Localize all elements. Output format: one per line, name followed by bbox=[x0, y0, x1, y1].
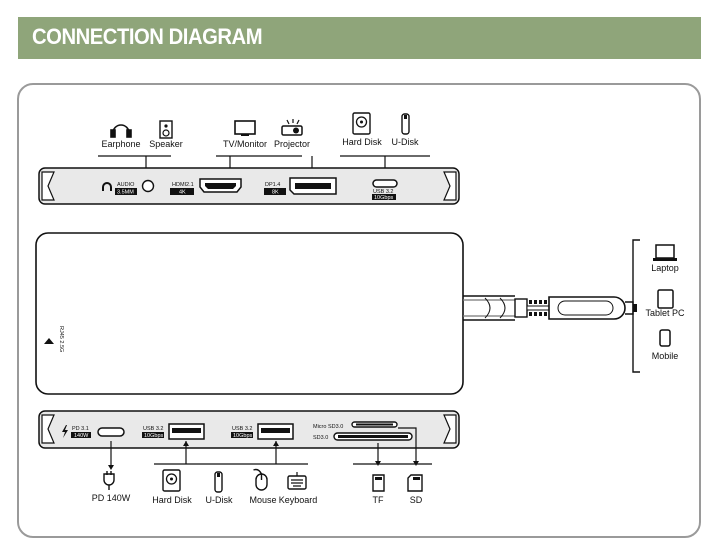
hard-disk-bottom-icon bbox=[162, 469, 181, 492]
top-port-panel bbox=[38, 167, 460, 205]
tablet-icon bbox=[657, 289, 674, 309]
tv-monitor-icon bbox=[234, 120, 256, 136]
dp-label-line1: DP1.4 bbox=[265, 182, 280, 188]
mobile-icon bbox=[659, 329, 671, 347]
projector-label: Projector bbox=[274, 139, 310, 149]
sd-label: SD3.0 bbox=[313, 435, 328, 441]
laptop-icon bbox=[653, 244, 677, 261]
laptop-label: Laptop bbox=[651, 263, 679, 273]
keyboard-icon bbox=[287, 472, 307, 490]
hdmi-label-line2: 4K bbox=[179, 190, 186, 196]
dp-label-line2: 8K bbox=[272, 190, 279, 196]
sd-slot[interactable]: SD3.0 bbox=[313, 432, 413, 441]
bottom-arrows bbox=[108, 441, 419, 470]
pd-port[interactable]: PD 3.1 140W bbox=[62, 425, 125, 439]
speaker-icon bbox=[159, 120, 173, 139]
rj45-label: RJ45 2.5G bbox=[58, 326, 64, 352]
page-title: CONNECTION DIAGRAM bbox=[32, 24, 263, 49]
earphone-label: Earphone bbox=[101, 139, 140, 149]
rj45-port[interactable]: RJ45 2.5G bbox=[44, 326, 64, 352]
tf-card-icon bbox=[372, 474, 385, 492]
usbc-label-line1: USB 3.2 bbox=[373, 189, 393, 195]
earphone-icon bbox=[110, 124, 132, 138]
tv-monitor-label: TV/Monitor bbox=[223, 139, 267, 149]
pd-label-line2: 140W bbox=[74, 433, 89, 439]
audio-port[interactable]: AUDIO 3.5MM bbox=[102, 179, 155, 196]
usb-a-port-2[interactable]: USB 3.2 10Gbps bbox=[231, 423, 294, 440]
tablet-label: Tablet PC bbox=[645, 308, 685, 318]
hdmi-port[interactable]: HDMI2.1 4K bbox=[170, 178, 242, 196]
mouse-label: Mouse bbox=[249, 495, 276, 505]
hard-disk-icon bbox=[352, 112, 371, 135]
dp-port[interactable]: DP1.4 8K bbox=[264, 177, 337, 196]
sd-device-label: SD bbox=[410, 495, 423, 505]
usb1-label-line1: USB 3.2 bbox=[143, 426, 163, 432]
u-disk-label: U-Disk bbox=[392, 137, 419, 147]
hard-disk-label: Hard Disk bbox=[342, 137, 382, 147]
keyboard-label: Keyboard bbox=[279, 495, 318, 505]
title-bar: CONNECTION DIAGRAM bbox=[18, 17, 701, 59]
u-disk-icon bbox=[401, 113, 410, 135]
u-disk-bottom-label: U-Disk bbox=[206, 495, 233, 505]
speaker-label: Speaker bbox=[149, 139, 183, 149]
usb-c-top-port[interactable]: USB 3.2 10Gbps bbox=[372, 179, 398, 201]
pd-label-line1: PD 3.1 bbox=[72, 426, 89, 432]
usb2-label-line1: USB 3.2 bbox=[232, 426, 252, 432]
lightning-icon bbox=[62, 425, 68, 438]
usbc-label-line2: 10Gbps bbox=[374, 195, 394, 201]
usb2-label-line2: 10Gbps bbox=[233, 433, 253, 439]
micro-sd-label: Micro SD3.0 bbox=[313, 424, 343, 430]
usb-a-port-1[interactable]: USB 3.2 10Gbps bbox=[142, 423, 205, 440]
mouse-icon bbox=[253, 468, 268, 491]
bottom-connector-lines bbox=[110, 427, 432, 468]
micro-sd-slot[interactable]: Micro SD3.0 bbox=[313, 421, 398, 430]
usb1-label-line2: 10Gbps bbox=[144, 433, 164, 439]
audio-label-line2: 3.5MM bbox=[117, 190, 134, 196]
pd-device-label: PD 140W bbox=[92, 493, 131, 503]
tf-label: TF bbox=[373, 495, 384, 505]
u-disk-bottom-icon bbox=[214, 471, 223, 493]
hdmi-label-line1: HDMI2.1 bbox=[172, 182, 194, 188]
hard-disk-bottom-label: Hard Disk bbox=[152, 495, 192, 505]
mobile-label: Mobile bbox=[652, 351, 679, 361]
audio-label-line1: AUDIO bbox=[117, 182, 135, 188]
power-plug-icon bbox=[103, 471, 115, 490]
right-bracket bbox=[632, 239, 640, 373]
sd-card-icon bbox=[407, 474, 423, 492]
hub-body bbox=[35, 232, 637, 395]
projector-icon bbox=[281, 119, 303, 136]
